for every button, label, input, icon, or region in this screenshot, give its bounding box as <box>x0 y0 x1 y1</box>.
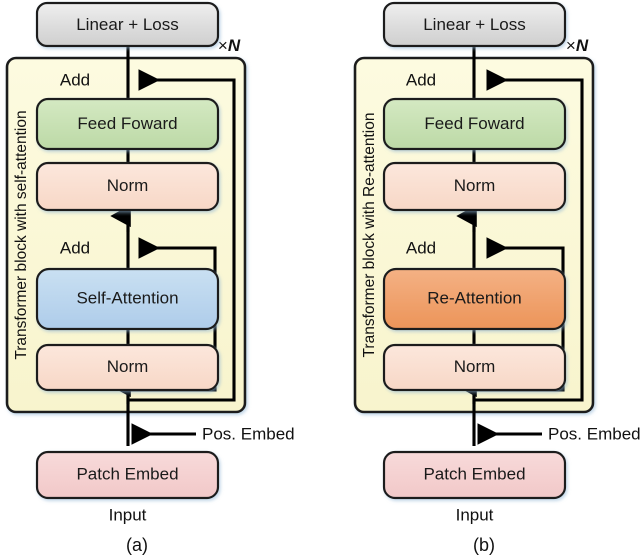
pos-embed-label-a: Pos. Embed <box>202 424 295 443</box>
patch-embed-label-a: Patch Embed <box>76 464 178 483</box>
caption-a: (a) <box>126 535 148 555</box>
patch-embed-label-b: Patch Embed <box>423 464 525 483</box>
patch-embed-box-a[interactable]: Patch Embed <box>35 450 220 500</box>
norm-lower-label-b: Norm <box>454 357 496 376</box>
linear-loss-box-a[interactable]: Linear + Loss <box>35 1 220 48</box>
input-label-a: Input <box>109 505 147 524</box>
norm-lower-box-a[interactable]: Norm <box>35 343 220 392</box>
caption-b: (b) <box>473 535 495 555</box>
self-attention-label-a: Self-Attention <box>76 288 178 307</box>
feed-forward-label-b: Feed Foward <box>424 114 524 133</box>
re-attention-box-b[interactable]: Re-Attention <box>382 267 567 331</box>
feed-forward-box-b[interactable]: Feed Foward <box>382 97 567 151</box>
add-upper-label-a: Add <box>60 70 90 89</box>
re-attention-label-b: Re-Attention <box>427 288 522 307</box>
norm-lower-box-b[interactable]: Norm <box>382 343 567 392</box>
linear-loss-box-b[interactable]: Linear + Loss <box>382 1 567 48</box>
feed-forward-label-a: Feed Foward <box>77 114 177 133</box>
self-attention-box-a[interactable]: Self-Attention <box>35 267 220 331</box>
transformer-block-label-b: Transformer block with Re-attention <box>361 113 378 358</box>
repeat-label-a: ×N <box>218 36 241 55</box>
add-lower-label-a: Add <box>60 238 90 257</box>
norm-upper-label-a: Norm <box>107 176 149 195</box>
add-upper-label-b: Add <box>406 70 436 89</box>
skip-connection-outer-b <box>474 69 584 402</box>
skip-connection-outer-a <box>128 69 236 402</box>
norm-upper-box-b[interactable]: Norm <box>382 161 567 212</box>
norm-lower-label-a: Norm <box>107 357 149 376</box>
linear-loss-label-a: Linear + Loss <box>76 15 179 34</box>
add-lower-label-b: Add <box>406 238 436 257</box>
linear-loss-label-b: Linear + Loss <box>423 15 526 34</box>
repeat-label-b: ×N <box>566 36 589 55</box>
patch-embed-box-b[interactable]: Patch Embed <box>382 450 567 500</box>
input-label-b: Input <box>456 505 494 524</box>
panel-a: Transformer block with self-attention ×N… <box>5 1 295 555</box>
norm-upper-label-b: Norm <box>454 176 496 195</box>
norm-upper-box-a[interactable]: Norm <box>35 161 220 212</box>
transformer-block-label-a: Transformer block with self-attention <box>13 110 30 359</box>
pos-embed-label-b: Pos. Embed <box>548 424 640 443</box>
panel-b: Transformer block with Re-attention ×N P… <box>353 1 640 555</box>
feed-forward-box-a[interactable]: Feed Foward <box>35 97 220 151</box>
